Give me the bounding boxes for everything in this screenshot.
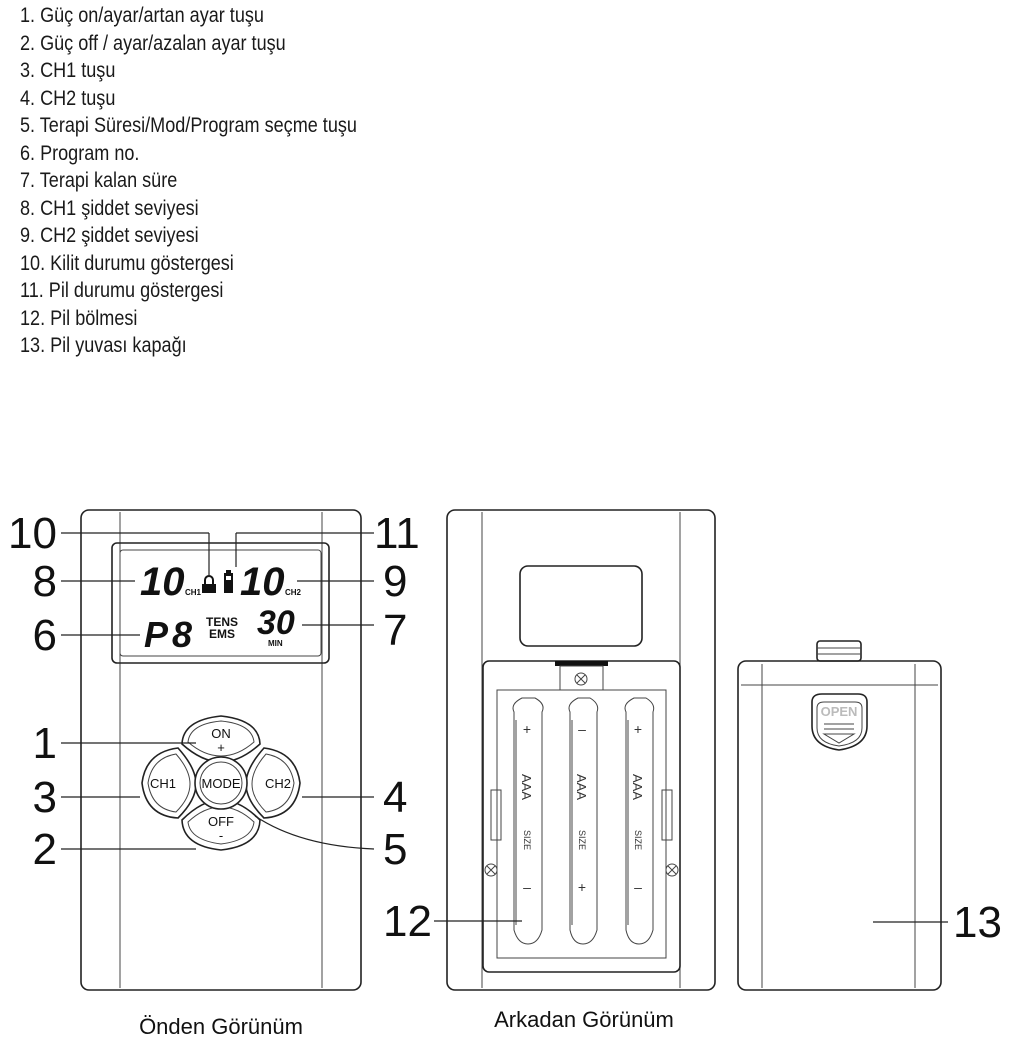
on-button-sign: + (217, 740, 225, 755)
on-button-label: ON (211, 726, 231, 741)
label-recess (519, 565, 643, 647)
front-view-caption: Önden Görünüm (139, 1014, 303, 1039)
legend-item-2: 2. Güç off / ayar/azalan ayar tuşu (20, 31, 286, 55)
callout-numbers: 10 11 8 9 6 7 1 3 4 2 5 12 13 (8, 509, 1002, 947)
callout-10: 10 (8, 509, 57, 558)
callout-7: 7 (383, 606, 407, 655)
back-body (446, 509, 716, 991)
legend-item-13: 13. Pil yuvası kapağı (20, 334, 187, 357)
right-cell-size-sub: SIZE (633, 830, 643, 850)
right-cell-minus: – (634, 879, 642, 895)
ch1-button-label: CH1 (150, 776, 176, 791)
mode-button-label: MODE (202, 776, 241, 791)
parts-legend: 1. Güç on/ayar/artan ayar tuşu 2. Güç of… (20, 2, 412, 360)
middle-cell-plus: + (578, 879, 586, 895)
legend-item-9: 9. CH2 şiddet seviyesi (20, 224, 199, 247)
battery-cell-middle: – AAA SIZE + (568, 697, 599, 945)
front-body (80, 509, 362, 991)
program-prefix: P (144, 614, 169, 655)
legend-item-1: 1. Güç on/ayar/artan ayar tuşu (20, 4, 264, 27)
callout-1: 1 (33, 719, 57, 768)
legend-item-8: 8. CH1 şiddet seviyesi (20, 196, 199, 220)
lcd-frame (111, 542, 330, 664)
left-cell-size: AAA (519, 774, 534, 800)
ch1-button[interactable]: CH1 (141, 747, 197, 819)
battery-cover[interactable]: OPEN (737, 640, 942, 991)
mode-button[interactable]: MODE (194, 756, 248, 810)
off-button-sign: - (219, 828, 223, 843)
back-view: + AAA SIZE – – AAA SIZE + + AAA SIZE – A… (446, 509, 716, 1032)
callout-2: 2 (33, 825, 57, 874)
cover-body (737, 660, 942, 991)
right-cell-size: AAA (630, 774, 645, 800)
open-latch[interactable]: OPEN (811, 693, 868, 751)
callout-4: 4 (383, 773, 407, 822)
time-unit: MIN (268, 639, 283, 648)
middle-cell-size: AAA (574, 774, 589, 800)
callout-13: 13 (953, 898, 1002, 947)
open-label: OPEN (821, 704, 858, 719)
front-view: 10 CH1 10 CH2 P 8 TENS EMS 30 MIN ON + (80, 509, 362, 1039)
program-number: 8 (172, 614, 192, 655)
legend-item-6: 6. Program no. (20, 141, 140, 165)
callout-12: 12 (383, 897, 432, 946)
callout-8: 8 (33, 557, 57, 606)
lock-icon (202, 575, 216, 593)
on-button[interactable]: ON + (181, 715, 261, 763)
left-cell-minus: – (523, 879, 531, 895)
left-cell-size-sub: SIZE (522, 830, 532, 850)
callout-6: 6 (33, 611, 57, 660)
mode-tens: TENS (206, 615, 238, 629)
callout-3: 3 (33, 773, 57, 822)
left-cell-plus: + (523, 721, 531, 737)
legend-item-12: 12. Pil bölmesi (20, 306, 138, 330)
legend-item-4: 4. CH2 tuşu (20, 86, 116, 110)
ch2-button-label: CH2 (265, 776, 291, 791)
ch1-label: CH1 (185, 588, 202, 597)
off-button-label: OFF (208, 814, 234, 829)
battery-cell-left: + AAA SIZE – (512, 697, 544, 945)
battery-cell-right: + AAA SIZE – (624, 697, 655, 945)
legend-item-7: 7. Terapi kalan süre (20, 169, 178, 192)
middle-cell-size-sub: SIZE (577, 830, 587, 850)
battery-level-icon (224, 570, 233, 593)
callout-11: 11 (374, 509, 420, 558)
back-view-caption: Arkadan Görünüm (494, 1007, 674, 1032)
off-button[interactable]: OFF - (181, 799, 261, 851)
lcd-screen (119, 549, 322, 657)
legend-item-5: 5. Terapi Süresi/Mod/Program seçme tuşu (20, 114, 357, 137)
callout-9: 9 (383, 557, 407, 606)
callout-lines (61, 532, 948, 923)
ch2-level: 10 (240, 560, 285, 604)
right-cell-plus: + (634, 721, 642, 737)
middle-cell-minus: – (578, 721, 586, 737)
ch1-level: 10 (140, 560, 185, 604)
legend-item-11: 11. Pil durumu göstergesi (20, 279, 224, 302)
mode-ems: EMS (209, 627, 235, 641)
therapy-time: 30 (257, 604, 295, 642)
legend-item-3: 3. CH1 tuşu (20, 59, 116, 82)
legend-item-10: 10. Kilit durumu göstergesi (20, 251, 234, 275)
ch2-label: CH2 (285, 588, 302, 597)
ch2-button[interactable]: CH2 (245, 747, 301, 819)
callout-5: 5 (383, 825, 407, 874)
